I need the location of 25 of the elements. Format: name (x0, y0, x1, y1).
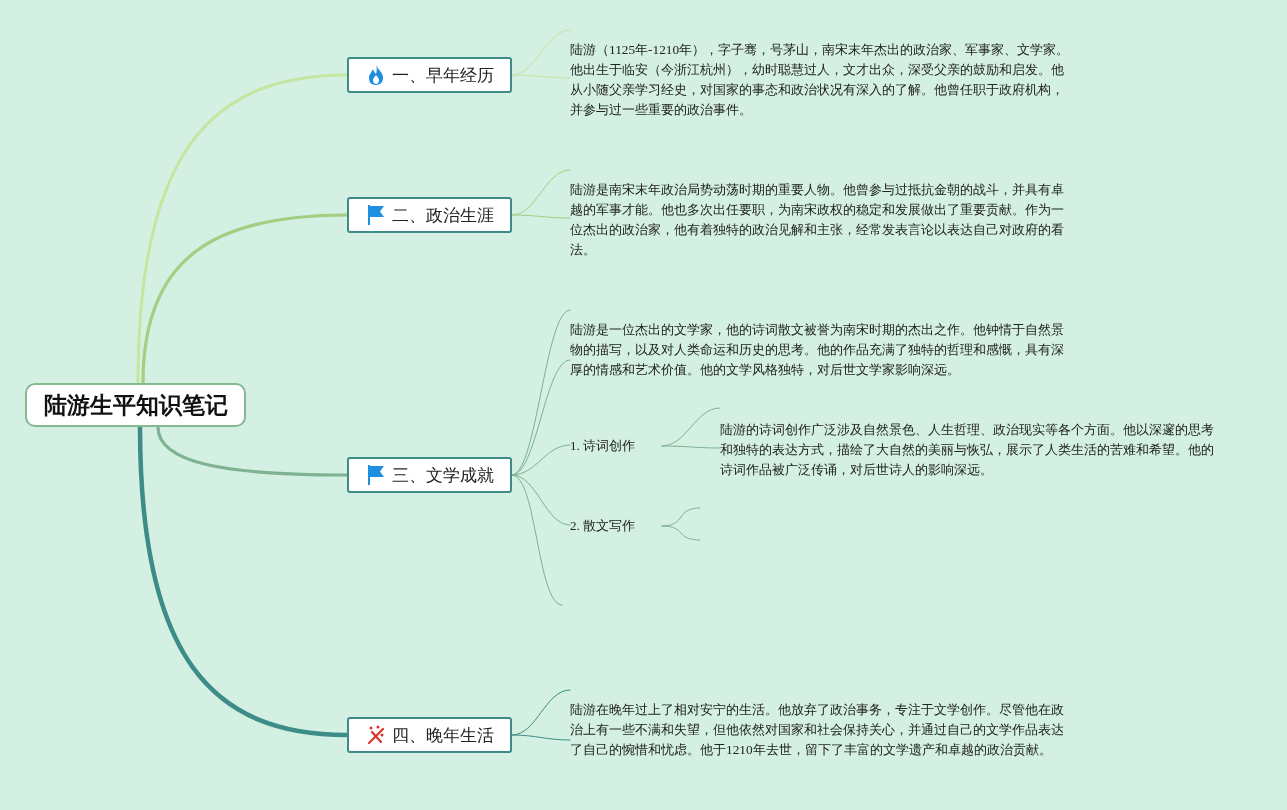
note-text: 陆游是南宋末年政治局势动荡时期的重要人物。他曾参与过抵抗金朝的战斗，并具有卓越的军事才能。他也多次出任要职，为南宋政权的稳定和发展做出了重要贡献。作为一位杰出的政治家，他有着独特的政治见解和主张，经常发表言论以表达自己对政府的看法。 (570, 180, 1070, 260)
branch-line (156, 425, 349, 477)
branch-line (136, 73, 349, 385)
topic-box (347, 717, 512, 753)
branch-line (511, 689, 571, 741)
topic-label: 一、早年经历 (391, 63, 494, 87)
note-text: 陆游在晚年过上了相对安宁的生活。他放弃了政治事务，专注于文学创作。尽管他在政治上有一些不满和失望，但他依然对国家和社会保持关心，并通过自己的文学作品表达了自己的惋惜和忧虑。他于1210年去世，留下了丰富的文学遗产和卓越的政治贡献。 (570, 700, 1070, 760)
branch-line (661, 407, 721, 449)
note-text: 陆游的诗词创作广泛涉及自然景色、人生哲理、政治现实等各个方面。他以深邃的思考和独特的表达方式，描绘了大自然的美丽与恢弘，展示了人类生活的苦难和希望。他的诗词作品被广泛传诵，对后世诗人的影响深远。 (720, 420, 1220, 480)
root-topic-box: 陆游生平知识笔记 (25, 383, 246, 427)
subtopic-label: 1. 诗词创作 (570, 436, 662, 456)
branch-line (511, 29, 571, 79)
branch-line (511, 169, 571, 219)
branch-line (141, 213, 349, 385)
branch-line (661, 507, 701, 541)
topic-label: 三、文学成就 (391, 463, 494, 487)
subtopic-label: 2. 散文写作 (570, 516, 662, 536)
topic-box (347, 57, 512, 93)
note-text: 陆游（1125年-1210年），字子骞，号茅山，南宋末年杰出的政治家、军事家、文学家。他出生于临安（今浙江杭州），幼时聪慧过人，文才出众，深受父亲的鼓励和启发。他从小随父亲学习经史，对国家的事态和政治状况有深入的了解。他曾任职于政府机构，并参与过一些重要的政治事件。 (570, 40, 1070, 120)
topic-label: 四、晚年生活 (391, 723, 494, 747)
topic-box (347, 457, 512, 493)
branch-line (511, 474, 563, 606)
topic-label: 二、政治生涯 (391, 203, 494, 227)
topic-box (347, 197, 512, 233)
note-text: 陆游是一位杰出的文学家，他的诗词散文被誉为南宋时期的杰出之作。他钟情于自然景物的描写，以及对人类命运和历史的思考。他的作品充满了独特的哲理和感慨，具有深厚的情感和艺术价值。他的文学风格独特，对后世文学家影响深远。 (570, 320, 1070, 380)
